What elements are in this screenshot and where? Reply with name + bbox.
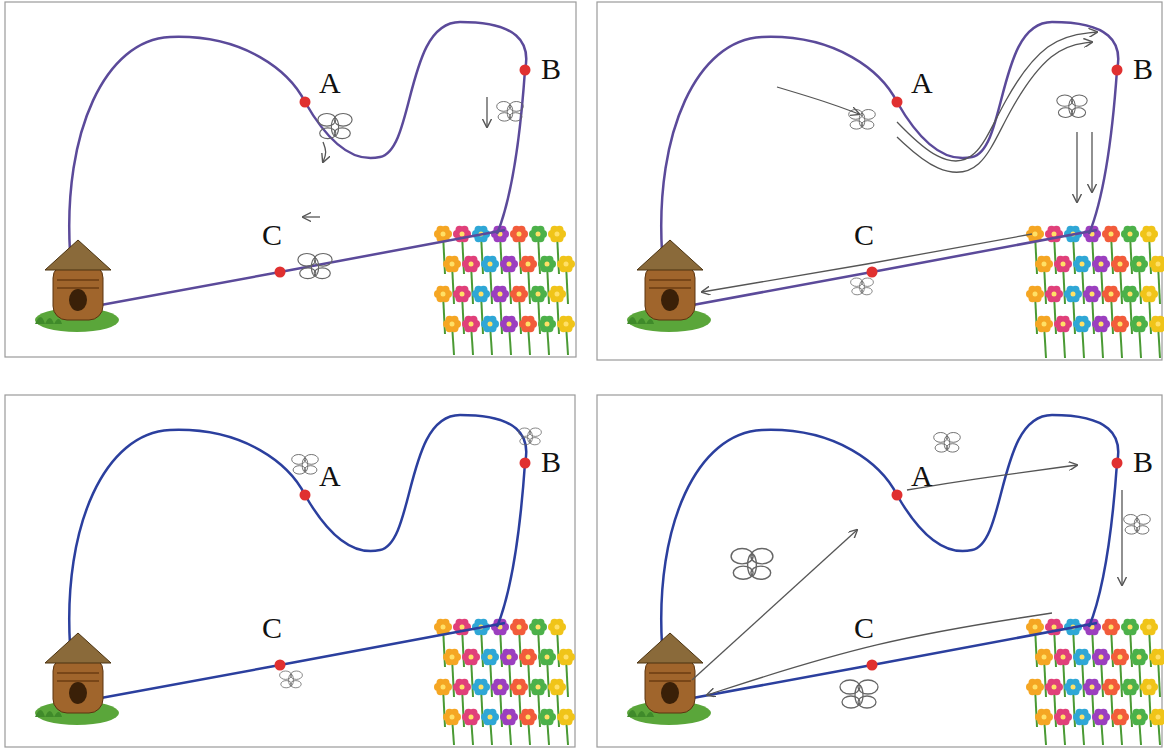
point-dot — [892, 97, 903, 108]
flight-path — [682, 623, 1097, 700]
motion-arrow — [707, 613, 1052, 695]
motion-arrow — [897, 32, 1097, 161]
bee-sketch — [1124, 515, 1151, 535]
point-dot — [892, 490, 903, 501]
point-label: C — [854, 220, 874, 250]
point-dot — [520, 458, 531, 469]
flight-path — [90, 623, 505, 700]
motion-arrow — [303, 216, 320, 217]
bee-sketch — [292, 455, 319, 475]
motion-arrow — [897, 42, 1092, 172]
point-dot — [300, 490, 311, 501]
bee-sketch — [318, 114, 352, 139]
point-dot — [867, 267, 878, 278]
flight-path — [682, 230, 1097, 307]
point-dot — [275, 267, 286, 278]
bee-sketch — [731, 549, 773, 580]
beehive — [35, 240, 119, 332]
answer-panel — [597, 395, 1164, 747]
point-label: B — [1133, 54, 1153, 84]
answer-panel — [5, 2, 576, 357]
flight-path — [69, 22, 526, 252]
bee-sketch — [280, 671, 303, 688]
panel-frame — [597, 395, 1162, 747]
flight-path — [661, 415, 1118, 645]
point-label: A — [319, 68, 341, 98]
bee-sketch — [519, 428, 542, 445]
point-label: C — [854, 613, 874, 643]
point-label: A — [911, 461, 933, 491]
answer-panel — [5, 395, 575, 747]
motion-arrow — [323, 142, 326, 162]
flower-bed — [434, 226, 575, 355]
panel-frame — [5, 395, 575, 747]
flight-path — [69, 415, 526, 645]
motion-arrow — [486, 97, 487, 127]
point-label: A — [911, 68, 933, 98]
bee-sketch — [934, 433, 961, 453]
beehive — [35, 633, 119, 725]
motion-arrow — [777, 87, 859, 114]
bee-sketch — [497, 102, 524, 122]
motion-arrow — [1091, 132, 1092, 192]
point-dot — [1112, 458, 1123, 469]
beehive — [627, 633, 711, 725]
bee-sketch — [851, 278, 874, 295]
flower-bed — [434, 619, 575, 745]
bee-sketch — [298, 254, 332, 279]
motion-arrow — [1076, 132, 1077, 202]
point-dot — [1112, 65, 1123, 76]
bee-sketch — [849, 110, 876, 130]
flower-bed — [1026, 619, 1164, 745]
point-dot — [520, 65, 531, 76]
point-dot — [300, 97, 311, 108]
point-label: B — [1133, 447, 1153, 477]
flight-path — [90, 230, 505, 307]
flower-bed — [1026, 226, 1164, 358]
flight-path — [661, 22, 1118, 252]
bee-sketch — [840, 680, 878, 708]
bee-sketch — [1057, 95, 1087, 117]
point-dot — [867, 660, 878, 671]
point-label: B — [541, 447, 561, 477]
point-label: A — [319, 461, 341, 491]
answer-panel — [597, 2, 1164, 360]
panel-frame — [5, 2, 576, 357]
panel-frame — [597, 2, 1162, 360]
motion-arrow — [692, 530, 857, 680]
point-dot — [275, 660, 286, 671]
point-label: C — [262, 613, 282, 643]
beehive — [627, 240, 711, 332]
motion-arrow — [1121, 490, 1122, 585]
point-label: B — [541, 54, 561, 84]
point-label: C — [262, 220, 282, 250]
